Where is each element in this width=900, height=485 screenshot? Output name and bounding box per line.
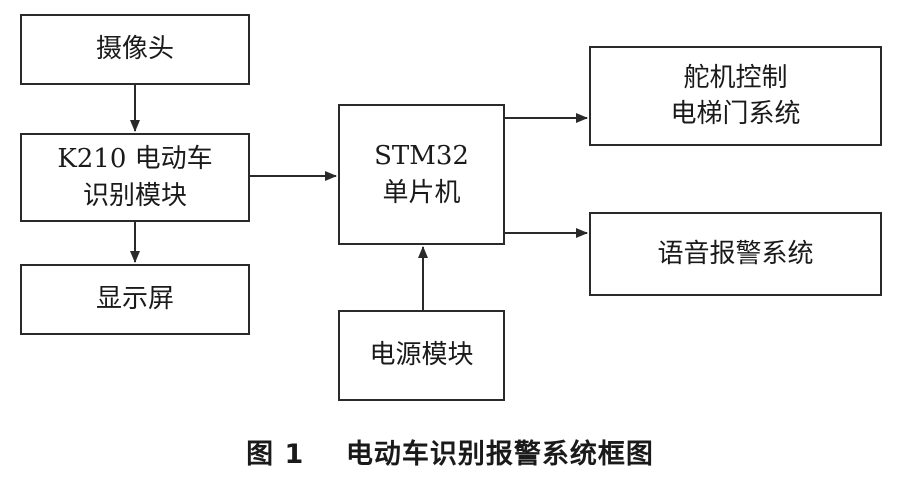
camera-label: 摄像头: [95, 34, 174, 65]
mcu-label-line2: 单片机: [382, 177, 461, 208]
display-label: 显示屏: [95, 284, 174, 315]
recognition-label-line1: K210 电动车: [57, 144, 213, 175]
voice-alarm-system-box: 语音报警系统: [589, 212, 882, 296]
figure-caption: 图 1 电动车识别报警系统框图: [0, 432, 900, 471]
recognition-module-box: K210 电动车 识别模块: [20, 133, 250, 222]
mcu-box: STM32 单片机: [338, 104, 505, 245]
recognition-label-line2: 识别模块: [82, 180, 187, 211]
figure-title: 电动车识别报警系统框图: [345, 439, 654, 470]
display-box: 显示屏: [20, 264, 250, 335]
elevator-door-system-box: 舵机控制 电梯门系统: [589, 46, 882, 146]
mcu-label-line1: STM32: [374, 141, 469, 172]
elevator-label-line2: 电梯门系统: [670, 99, 801, 129]
power-label: 电源模块: [369, 340, 474, 371]
elevator-label-line1: 舵机控制: [683, 62, 788, 93]
voice-alarm-label: 语音报警系统: [657, 238, 814, 269]
figure-number: 图 1: [246, 439, 305, 470]
camera-box: 摄像头: [20, 14, 250, 85]
power-module-box: 电源模块: [338, 310, 505, 401]
